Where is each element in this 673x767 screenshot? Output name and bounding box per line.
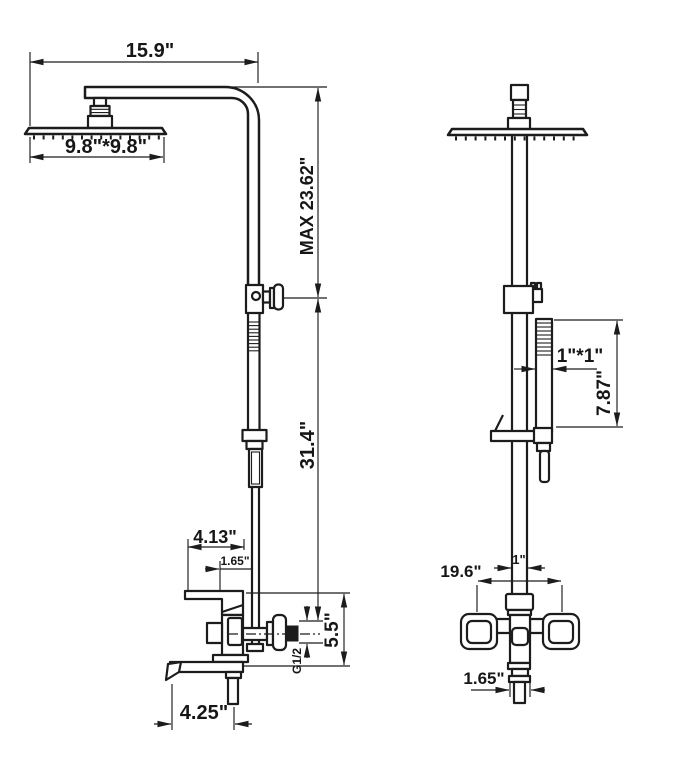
slider-holder [489,414,554,484]
rain-shower-head-side [446,127,589,141]
hand-shower [534,317,554,434]
outlet-thread-label: G1/2 [290,648,304,674]
dim-arm-length: 15.9" [29,40,259,126]
dim-outlet-thread: G1/2 [290,606,323,674]
faucet-handle [183,589,245,617]
shower-nozzles [33,135,160,140]
lower-height-label: 31.4" [297,421,319,469]
slide-rail-pipe [510,130,529,595]
front-view: 15.9" 9.8"*9.8" MAX 23.62" 31.4" 4.13" [23,40,350,730]
hand-shower-grip [537,322,551,356]
handle-width-label: 4.13" [193,527,237,547]
head-size-label: 9.8"*9.8" [65,136,147,158]
arm-length-label: 15.9" [126,40,174,62]
dim-spout-reach: 4.25" [154,684,252,730]
dim-outlet-width: 1.65" [463,669,545,697]
hand-shower-size-label: 1"*1" [557,346,604,367]
dim-mount-span: 19.6" [440,562,563,612]
dim-head-size: 9.8"*9.8" [29,136,165,163]
diverter-knob [244,283,285,315]
wall-bracket [502,281,544,315]
top-connector [506,83,532,132]
dim-hand-shower-length: 7.87" [554,319,623,428]
pipe-diameter-label: 1" [512,552,525,567]
faucet-body [164,589,250,706]
dim-lower-height: 31.4" [297,298,322,621]
upper-height-label: MAX 23.62" [297,157,317,256]
head-connector [86,96,114,130]
dim-valve-height: 5.5" [244,592,350,667]
mount-span-label: 19.6" [440,562,481,581]
handle-offset-label: 1.65" [220,554,249,568]
dim-pipe-diameter: 1" [494,552,545,572]
dim-handle-offset: 1.65" [205,554,252,590]
dim-upper-height: MAX 23.62" [232,86,327,299]
riser-pipe [246,313,261,431]
adjustable-coupling [241,428,268,653]
side-view: 1"*1" 7.87" 1" 19.6" 1.65" [440,83,623,705]
spout-reach-label: 4.25" [180,702,228,724]
valve-side [459,592,581,705]
tub-spout [164,660,245,682]
dim-hand-shower-size: 1"*1" [514,346,604,373]
dim-handle-width: 4.13" [187,527,245,590]
pipe-knurling [249,321,259,352]
hand-shower-length-label: 7.87" [594,370,615,416]
wall-outlet [228,613,320,652]
valve-height-label: 5.5" [322,612,343,647]
mount-wing-left [459,612,499,651]
outlet-width-label: 1.65" [463,669,504,688]
rain-shower-head [23,126,168,140]
shower-arm [83,85,261,289]
mount-wing-right [541,612,581,651]
shower-nozzles-side [455,136,575,141]
